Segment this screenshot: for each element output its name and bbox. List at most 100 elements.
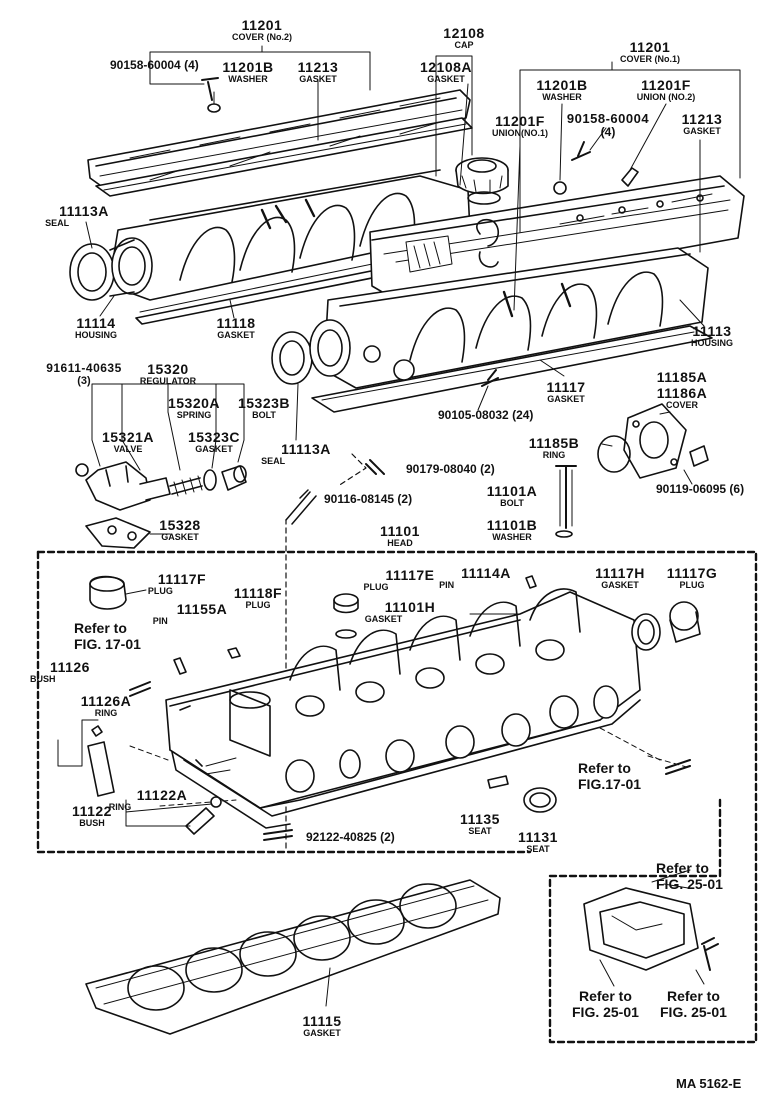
part-number: 11201B — [222, 59, 274, 75]
part-number: 11117F — [157, 571, 207, 587]
part-label-90105-08032: 90105-08032 (24) — [438, 408, 534, 422]
part-name: BOLT — [500, 498, 524, 508]
part-number: 15321A — [101, 429, 155, 445]
part-number: 91611-40635 — [46, 361, 122, 375]
part-number: 11113 — [692, 323, 732, 339]
part-number: 11101H — [384, 599, 436, 615]
reference-line-2: FIG. 17-01 — [74, 636, 141, 653]
part-number: 11213 — [681, 111, 723, 127]
part-number: 90158-60004 — [566, 111, 650, 126]
part-number: 11101A — [486, 483, 538, 499]
part-name: PLUG — [245, 600, 271, 610]
part-number: 15323B — [237, 395, 291, 411]
top-fasteners-drawing — [201, 77, 639, 387]
part-name: BUSH — [30, 674, 56, 684]
part-name: COVER (No.1) — [619, 54, 681, 64]
part-number: 11201B — [536, 77, 588, 93]
reference-line-2: FIG. 25-01 — [660, 1004, 727, 1021]
part-name: SEAL — [45, 218, 70, 228]
part-label-92122-40825: 92122-40825 (2) — [306, 830, 395, 844]
cylinder-head-drawing — [129, 588, 691, 829]
reference-line-1: Refer to — [578, 760, 631, 776]
reference-line-2: FIG. 25-01 — [572, 1004, 639, 1021]
part-number: 11201 — [241, 17, 283, 33]
part-label-90158-60004: 90158-60004 (4) — [110, 58, 199, 72]
part-name: REGULATOR — [139, 376, 197, 386]
reference-line-2: FIG.17-01 — [578, 776, 642, 793]
part-number: 11185A — [656, 369, 708, 385]
part-name: WASHER — [542, 92, 582, 102]
reference-line-1: Refer to — [579, 988, 632, 1004]
part-label-90179-08040: 90179-08040 (2) — [406, 462, 495, 476]
reference-line-2: FIG. 25-01 — [656, 876, 723, 893]
part-number: 15328 — [159, 517, 201, 533]
head-small-parts-drawing — [57, 575, 701, 841]
head-gasket-drawing — [85, 879, 501, 1035]
part-number: 11213 — [297, 59, 339, 75]
cover-no1-drawing — [369, 175, 745, 301]
part-number: 11117 — [546, 379, 586, 395]
part-label-91611-40635: 91611-40635(3) — [46, 362, 122, 387]
leader-lines-top — [85, 45, 741, 441]
part-name: CAP — [454, 40, 474, 50]
part-name: RING — [108, 802, 132, 812]
part-name: RING — [94, 708, 118, 718]
part-label-90116-08145: 90116-08145 (2) — [324, 492, 413, 506]
part-number: 11185B — [528, 435, 580, 451]
part-number: 12108A — [419, 59, 473, 75]
part-name: VALVE — [113, 444, 143, 454]
part-label-90158-60004-right: 90158-60004(4) — [567, 112, 649, 138]
part-number: 11101 — [380, 523, 420, 539]
part-name: RING — [542, 450, 566, 460]
part-name: PLUG — [363, 582, 389, 592]
part-name: BOLT — [252, 410, 276, 420]
part-name: PLUG — [147, 586, 173, 596]
part-name: (3) — [77, 375, 91, 387]
part-label-90119-06095: 90119-06095 (6) — [656, 482, 745, 496]
part-name: PLUG — [679, 580, 705, 590]
part-name: COVER (No.2) — [231, 32, 293, 42]
part-name: SPRING — [176, 410, 212, 420]
cam-housing-left-drawing — [69, 169, 471, 325]
part-number: 11122 — [72, 803, 112, 819]
part-number: 11122A — [136, 787, 188, 803]
part-number: 11201F — [495, 113, 545, 129]
part-name: GASKET — [217, 330, 255, 340]
rear-cover-drawing — [583, 869, 719, 987]
part-label-11122a-ring: 11122A RING — [109, 787, 188, 812]
part-number: 11118 — [216, 315, 256, 331]
oil-filler-cap-drawing — [455, 157, 509, 205]
part-number: 11101B — [486, 517, 538, 533]
cam-housing-right-drawing — [271, 247, 713, 413]
part-name: GASKET — [195, 444, 233, 454]
part-number: 11155A — [176, 601, 228, 617]
part-name: PIN — [439, 580, 455, 590]
part-number: 11115 — [302, 1013, 342, 1029]
part-number: 11117H — [595, 565, 645, 581]
